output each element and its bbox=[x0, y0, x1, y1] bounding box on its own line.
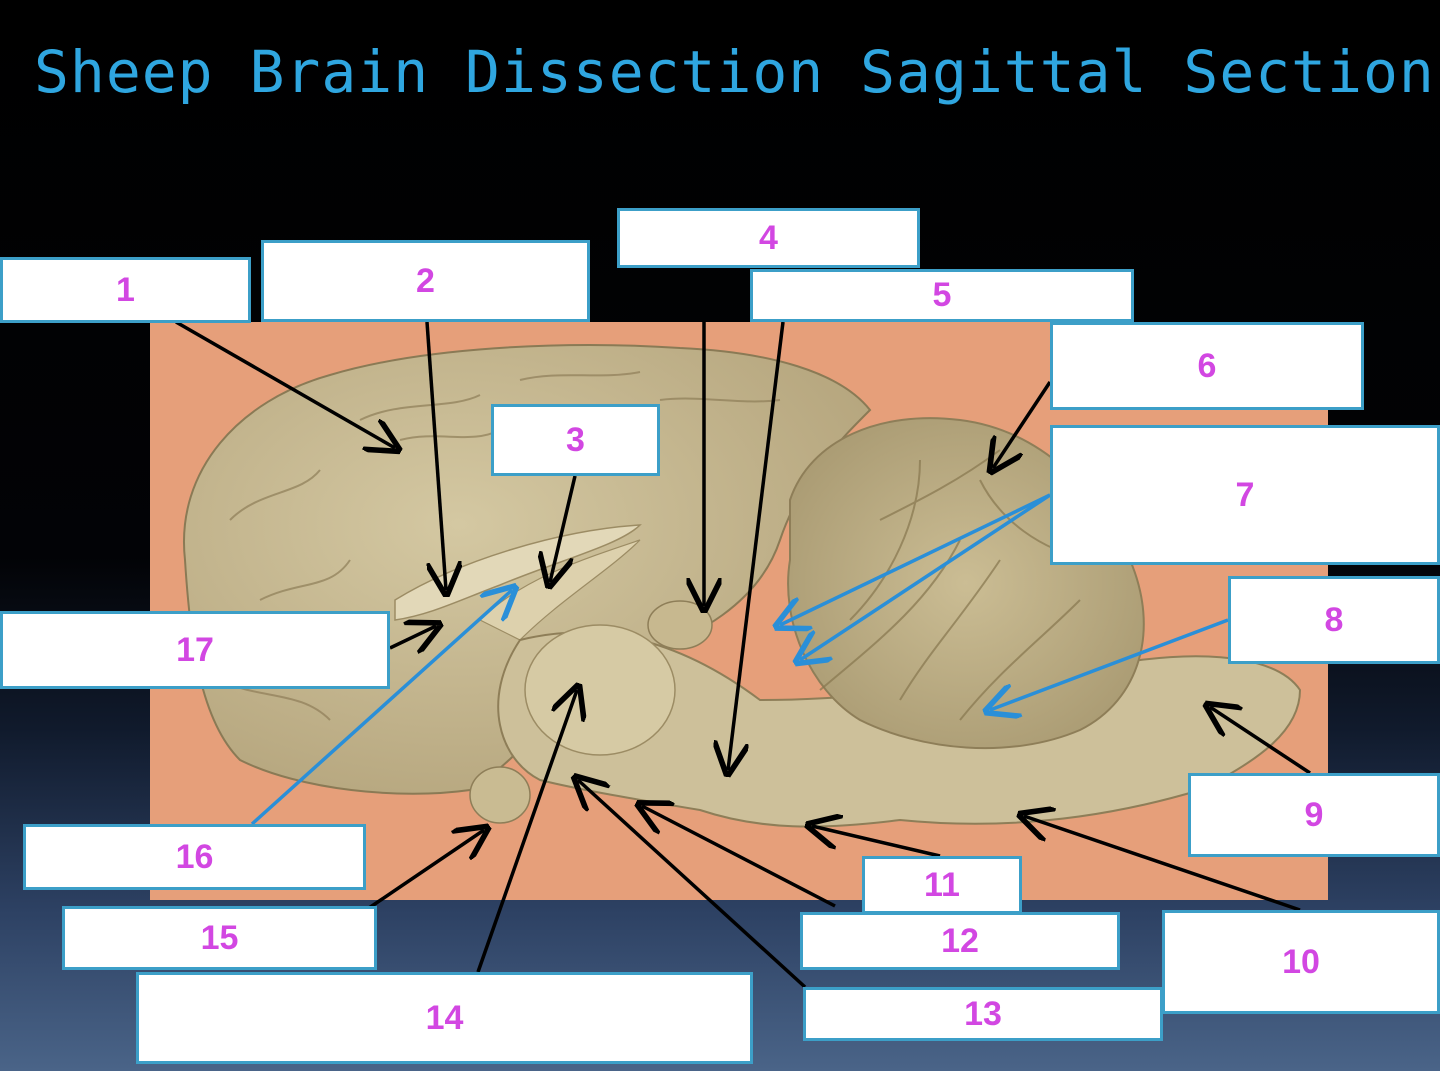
label-box-4[interactable]: 4 bbox=[617, 208, 920, 268]
thalamus bbox=[524, 624, 676, 756]
label-box-7[interactable]: 7 bbox=[1050, 425, 1440, 565]
label-number: 17 bbox=[176, 630, 214, 669]
pointer-7b bbox=[800, 493, 1051, 660]
label-number: 4 bbox=[759, 218, 778, 257]
label-number: 5 bbox=[932, 276, 952, 314]
slide-title: Sheep Brain Dissection Sagittal Section bbox=[34, 38, 1435, 106]
label-number: 1 bbox=[116, 270, 135, 309]
label-number: 10 bbox=[1282, 942, 1320, 981]
label-box-3[interactable]: 3 bbox=[491, 404, 660, 476]
label-number: 8 bbox=[1324, 600, 1344, 639]
pointer-3 bbox=[550, 475, 577, 582]
pointer-17 bbox=[389, 626, 436, 648]
label-box-8[interactable]: 8 bbox=[1228, 576, 1440, 664]
label-number: 15 bbox=[200, 918, 239, 957]
label-number: 13 bbox=[964, 994, 1002, 1033]
pointer-6 bbox=[993, 381, 1052, 468]
label-number: 9 bbox=[1304, 795, 1324, 834]
label-number: 12 bbox=[941, 921, 979, 960]
label-number: 2 bbox=[416, 261, 435, 300]
label-box-11[interactable]: 11 bbox=[862, 856, 1022, 914]
pointer-1 bbox=[175, 320, 395, 448]
pointer-5 bbox=[728, 321, 785, 770]
label-number: 7 bbox=[1235, 475, 1255, 514]
label-box-5[interactable]: 5 bbox=[750, 269, 1134, 322]
label-box-17[interactable]: 17 bbox=[0, 611, 390, 689]
label-box-14[interactable]: 14 bbox=[136, 972, 753, 1064]
pointer-2 bbox=[425, 321, 446, 590]
label-number: 16 bbox=[175, 837, 214, 876]
label-number: 6 bbox=[1197, 346, 1217, 385]
label-number: 3 bbox=[566, 420, 585, 459]
pointer-13 bbox=[578, 780, 807, 989]
pituitary bbox=[469, 766, 531, 824]
pointer-8 bbox=[990, 618, 1229, 710]
pointer-12 bbox=[642, 806, 836, 908]
label-box-1[interactable]: 1 bbox=[0, 257, 251, 323]
pointer-7a bbox=[780, 493, 1051, 625]
pointer-9 bbox=[1210, 707, 1311, 775]
pointer-11 bbox=[812, 826, 941, 858]
label-box-9[interactable]: 9 bbox=[1188, 773, 1440, 857]
colliculi bbox=[647, 600, 713, 650]
pointer-14 bbox=[476, 690, 577, 973]
label-box-15[interactable]: 15 bbox=[62, 906, 377, 970]
label-number: 11 bbox=[924, 865, 960, 904]
pointer-15 bbox=[365, 830, 484, 912]
label-box-10[interactable]: 10 bbox=[1162, 910, 1440, 1014]
pointer-16 bbox=[250, 590, 512, 826]
label-box-16[interactable]: 16 bbox=[23, 824, 366, 890]
pointer-10 bbox=[1024, 816, 1301, 912]
label-number: 14 bbox=[425, 998, 464, 1037]
label-box-6[interactable]: 6 bbox=[1050, 322, 1364, 410]
label-box-12[interactable]: 12 bbox=[800, 912, 1120, 970]
label-box-13[interactable]: 13 bbox=[803, 987, 1163, 1041]
label-box-2[interactable]: 2 bbox=[261, 240, 590, 322]
